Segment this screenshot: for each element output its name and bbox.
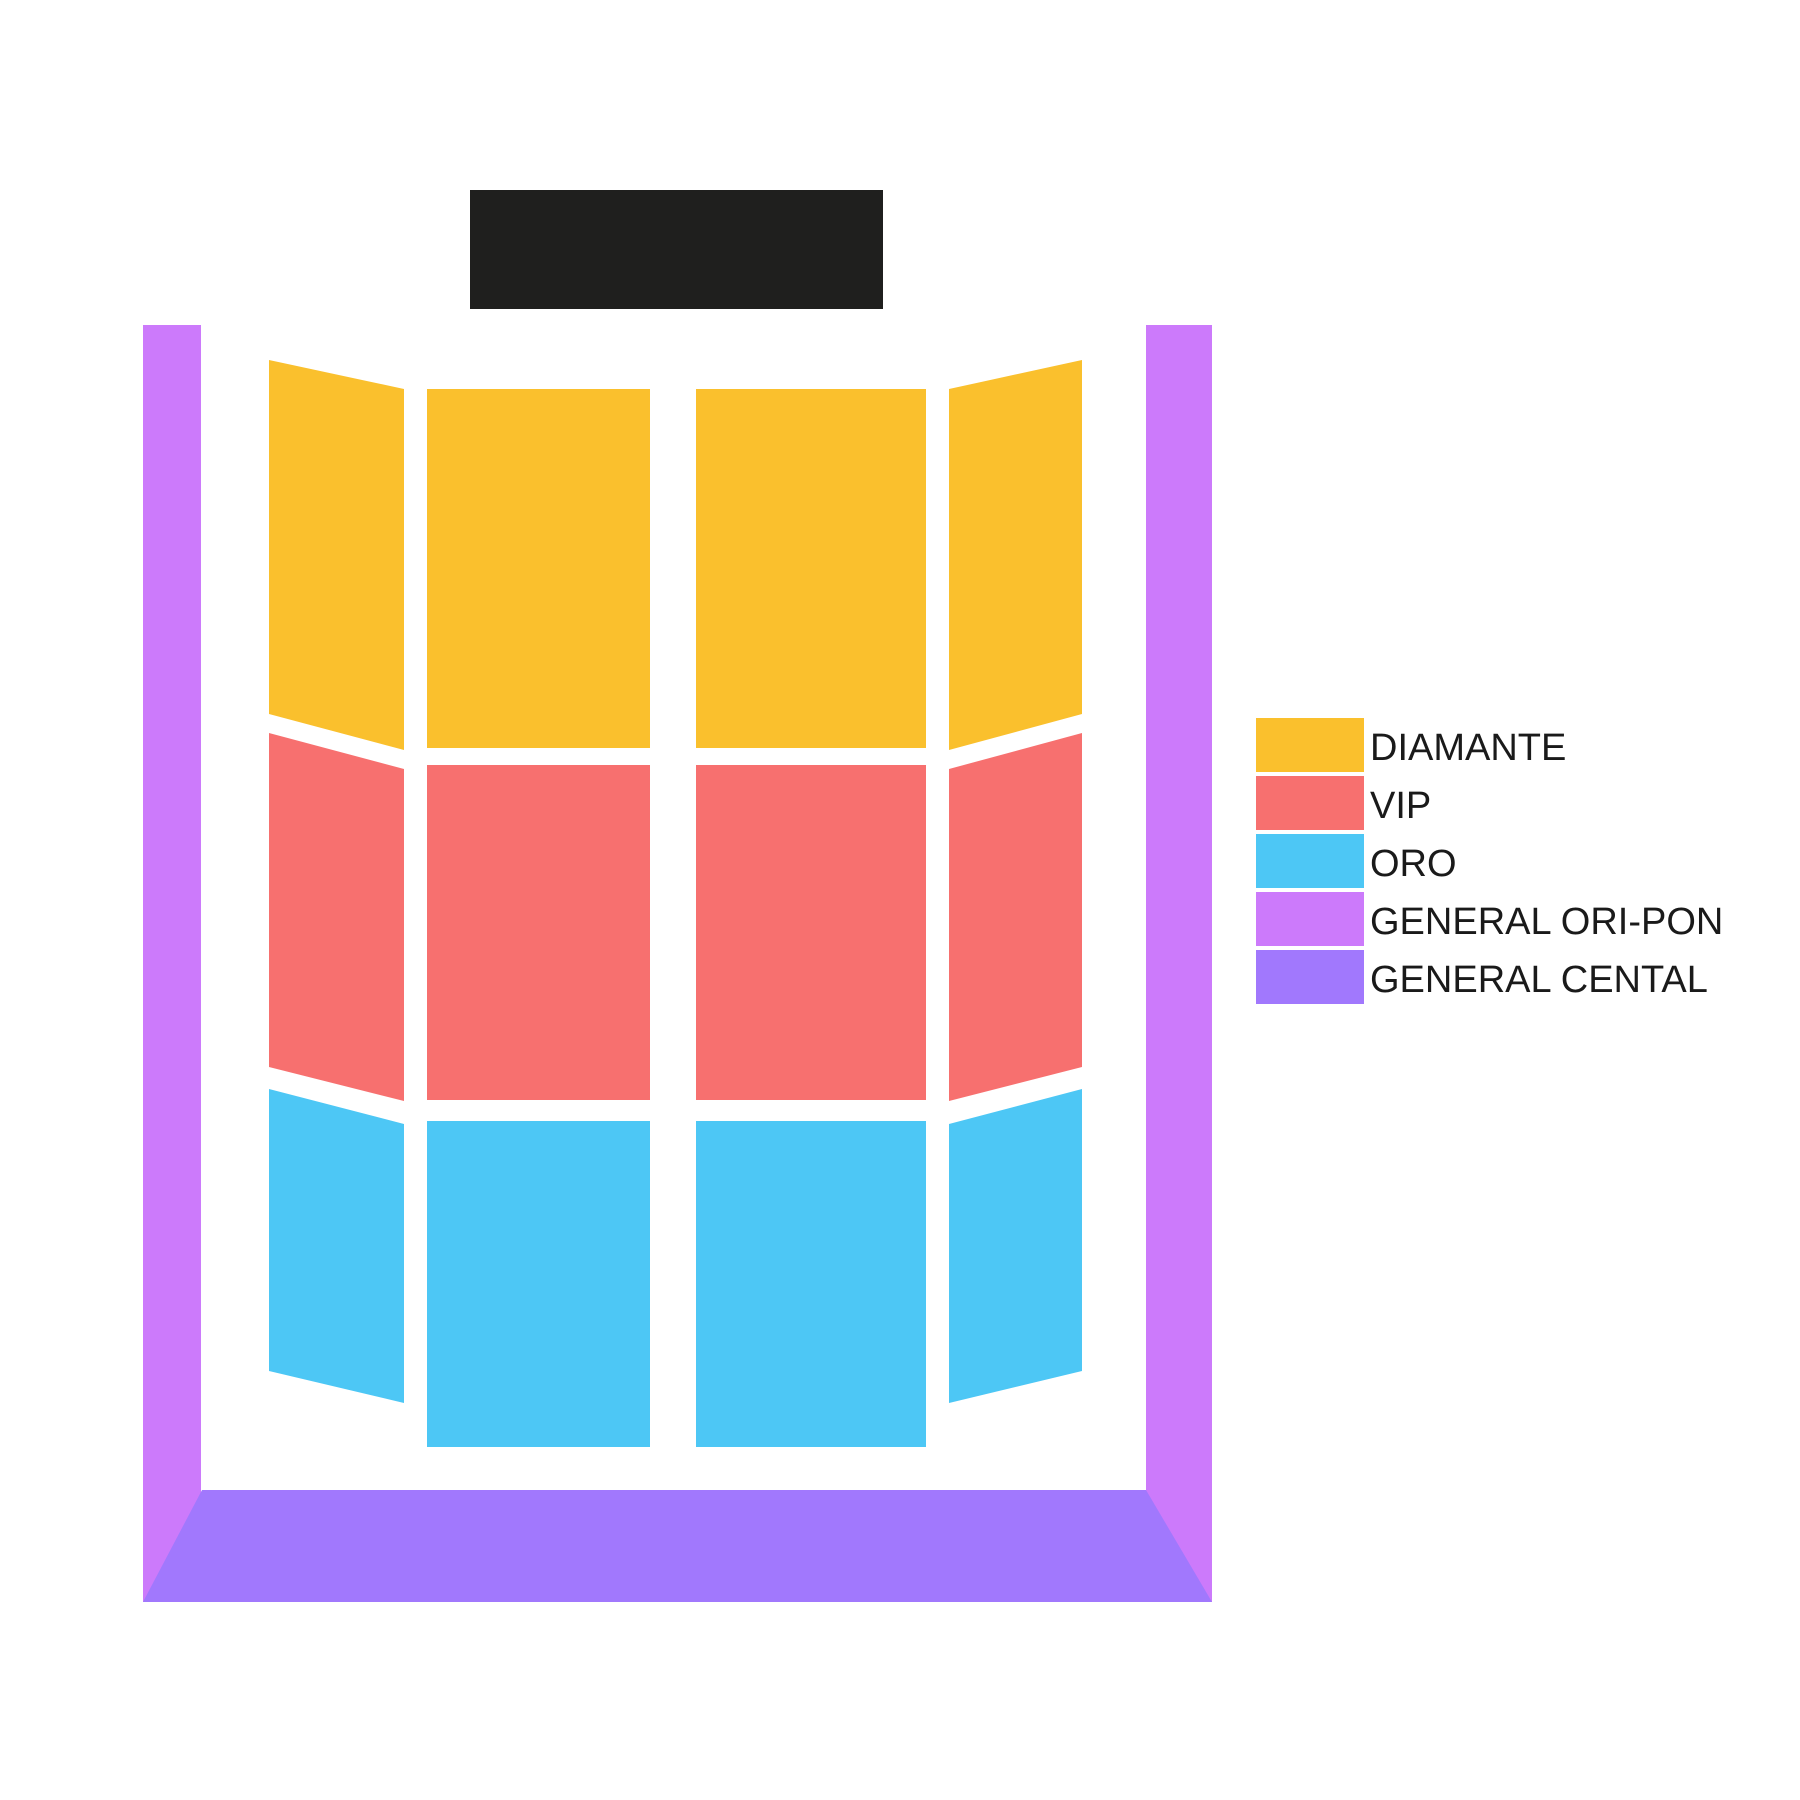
section-vip-center-left[interactable] <box>427 765 650 1100</box>
legend-item-diamante: DIAMANTE <box>1256 718 1756 776</box>
section-oro-center-left[interactable] <box>427 1121 650 1447</box>
legend-swatch-vip <box>1256 776 1364 830</box>
stage <box>470 190 883 309</box>
section-general-central[interactable] <box>143 1490 1212 1602</box>
section-oro-center-right[interactable] <box>696 1121 926 1447</box>
section-general-ori-pon-right[interactable] <box>1146 325 1212 1602</box>
section-diamante-center-right[interactable] <box>696 389 926 748</box>
legend-swatch-general-central <box>1256 950 1364 1004</box>
legend-label-general-ori-pon: GENERAL ORI-PON <box>1370 901 1724 943</box>
legend-item-oro: ORO <box>1256 834 1756 892</box>
section-vip-center-right[interactable] <box>696 765 926 1100</box>
legend-item-general-ori-pon: GENERAL ORI-PON <box>1256 892 1756 950</box>
section-vip-left-wing[interactable] <box>269 733 404 1101</box>
section-diamante-center-left[interactable] <box>427 389 650 748</box>
section-general-ori-pon-left[interactable] <box>143 325 201 1602</box>
legend-swatch-oro <box>1256 834 1364 888</box>
legend-label-diamante: DIAMANTE <box>1370 727 1567 769</box>
section-diamante-right-wing[interactable] <box>949 360 1082 750</box>
legend-label-vip: VIP <box>1370 785 1432 827</box>
section-vip-right-wing[interactable] <box>949 733 1082 1101</box>
section-diamante-left-wing[interactable] <box>269 360 404 750</box>
legend-swatch-diamante <box>1256 718 1364 772</box>
section-oro-right-wing[interactable] <box>949 1089 1082 1403</box>
legend-item-vip: VIP <box>1256 776 1756 834</box>
legend-label-general-central: GENERAL CENTAL <box>1370 959 1708 1001</box>
legend-swatch-general-ori-pon <box>1256 892 1364 946</box>
legend-label-oro: ORO <box>1370 843 1457 885</box>
section-oro-left-wing[interactable] <box>269 1089 404 1403</box>
legend: DIAMANTE VIP ORO GENERAL ORI-PON GENERAL… <box>1256 718 1756 1008</box>
legend-item-general-central: GENERAL CENTAL <box>1256 950 1756 1008</box>
